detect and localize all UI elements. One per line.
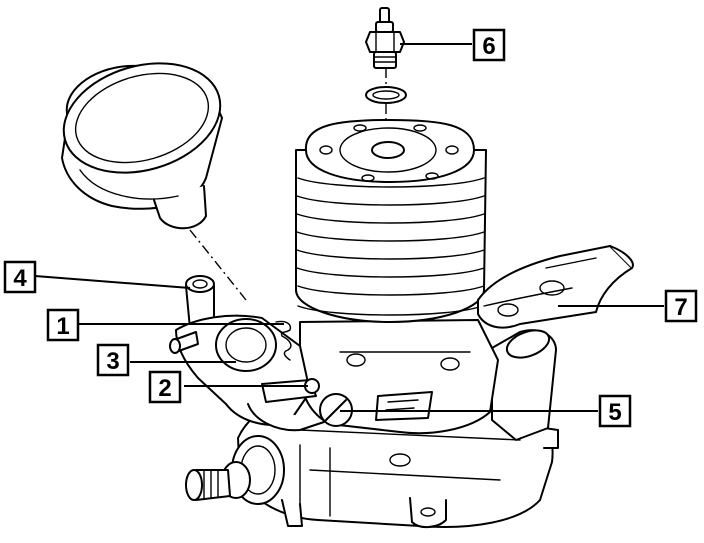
- callout-4: 4: [3, 260, 37, 294]
- callout-7: 7: [664, 289, 698, 323]
- callout-7-label: 7: [674, 294, 687, 321]
- glow-plug-washer: [365, 86, 407, 104]
- callout-1: 1: [46, 308, 80, 342]
- callout-3: 3: [96, 343, 130, 377]
- air-filter-illustration: [61, 62, 223, 230]
- callout-6: 6: [472, 28, 506, 62]
- callout-3-label: 3: [106, 348, 119, 375]
- engine-body-illustration: [185, 119, 559, 528]
- exhaust-gasket-illustration: [477, 245, 634, 329]
- callout-1-label: 1: [56, 313, 69, 340]
- carburetor-illustration: [169, 275, 353, 432]
- callout-2-label: 2: [158, 375, 171, 402]
- callout-4-label: 4: [13, 265, 27, 292]
- leader-line-4: [34, 275, 191, 289]
- callout-5: 5: [598, 394, 632, 428]
- callout-6-label: 6: [482, 33, 495, 60]
- air-filter-axis-line: [189, 229, 247, 301]
- glow-plug-illustration: [365, 7, 405, 69]
- callout-5-label: 5: [608, 399, 621, 426]
- callout-2: 2: [148, 370, 182, 404]
